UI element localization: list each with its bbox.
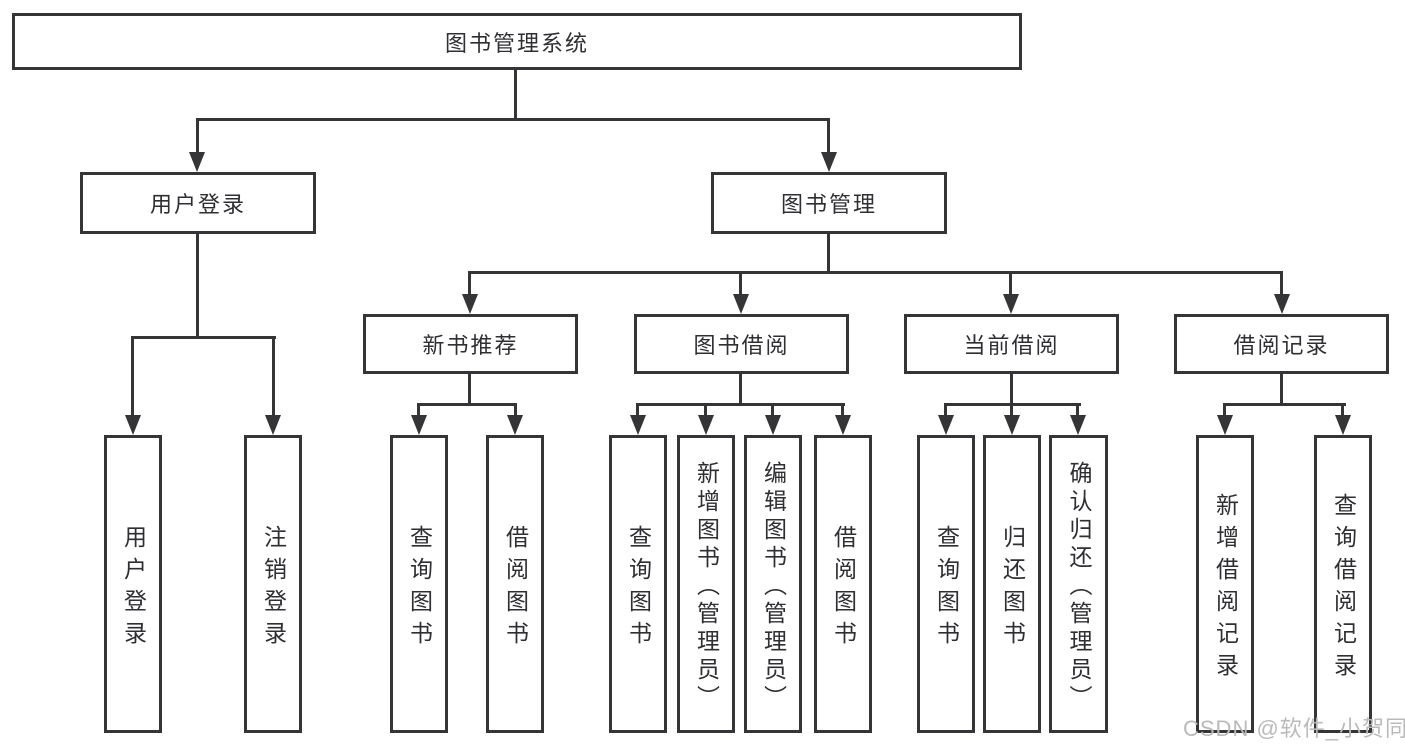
leaf-logout-label: 注销登录 — [260, 524, 287, 653]
connector-borrow-drop-4 — [841, 405, 844, 417]
node-root: 图书管理系统 — [12, 13, 1022, 70]
connector-current-horizontal — [944, 403, 1081, 406]
arrowhead-icon — [507, 415, 523, 435]
connector-userlogin-drop-2 — [272, 338, 275, 417]
leaf-edit-book-admin-label: 编辑图书（管理员） — [760, 460, 787, 713]
leaf-return-book: 归还图书 — [983, 435, 1041, 733]
connector-current-drop-1 — [944, 405, 947, 417]
connector-newbook-stem — [468, 374, 471, 406]
connector-level2-horizontal — [196, 118, 830, 121]
connector-borrow-drop-2 — [704, 405, 707, 417]
connector-borrow-drop-1 — [636, 405, 639, 417]
node-book-management-label: 图书管理 — [780, 192, 877, 217]
leaf-query-book-borrow-label: 查询图书 — [625, 524, 652, 653]
arrowhead-icon — [733, 294, 749, 314]
connector-level2-drop-left — [196, 120, 199, 154]
arrowhead-icon — [411, 415, 427, 435]
connector-borrow-horizontal — [636, 403, 845, 406]
leaf-query-book-current-label: 查询图书 — [933, 524, 960, 653]
connector-bookmgmt-stem — [827, 234, 830, 274]
connector-userlogin-horizontal — [131, 336, 276, 339]
connector-userlogin-stem — [196, 234, 199, 338]
connector-borrow-drop-3 — [771, 405, 774, 417]
arrowhead-icon — [1003, 294, 1019, 314]
connector-newbook-drop-1 — [417, 405, 420, 417]
watermark: CSDN @软件_小贺同学 — [1183, 716, 1405, 741]
arrowhead-icon — [630, 415, 646, 435]
node-user-login-label: 用户登录 — [149, 192, 246, 217]
arrowhead-icon — [265, 415, 281, 435]
node-new-book-recommend-label: 新书推荐 — [422, 333, 519, 358]
leaf-add-book-admin: 新增图书（管理员） — [677, 435, 735, 733]
node-root-label: 图书管理系统 — [444, 30, 589, 56]
leaf-borrow-book: 借阅图书 — [814, 435, 872, 733]
connector-current-drop-2 — [1010, 405, 1013, 417]
node-borrow-records: 借阅记录 — [1174, 314, 1389, 374]
connector-newbook-drop-2 — [514, 405, 517, 417]
leaf-query-book-borrow: 查询图书 — [609, 435, 667, 733]
arrowhead-icon — [1070, 415, 1086, 435]
leaf-borrow-book-label: 借阅图书 — [830, 524, 857, 653]
leaf-confirm-return-admin: 确认归还（管理员） — [1049, 435, 1108, 733]
node-borrow-records-label: 借阅记录 — [1233, 333, 1330, 358]
node-new-book-recommend: 新书推荐 — [363, 314, 578, 374]
node-user-login: 用户登录 — [80, 172, 316, 234]
leaf-query-book-recommend-label: 查询图书 — [406, 524, 433, 653]
arrowhead-icon — [1335, 415, 1351, 435]
connector-records-stem — [1280, 374, 1283, 406]
leaf-add-book-admin-label: 新增图书（管理员） — [693, 460, 720, 713]
connector-level3-horizontal — [468, 271, 1283, 274]
connector-level3-drop-1 — [468, 273, 471, 296]
connector-level2-drop-right — [827, 120, 830, 154]
connector-records-horizontal — [1223, 403, 1346, 406]
node-book-borrow: 图书借阅 — [634, 314, 849, 374]
leaf-query-borrow-record: 查询借阅记录 — [1314, 435, 1372, 733]
leaf-add-borrow-record: 新增借阅记录 — [1196, 435, 1254, 733]
leaf-edit-book-admin: 编辑图书（管理员） — [744, 435, 802, 733]
connector-level3-drop-3 — [1009, 273, 1012, 296]
connector-current-stem — [1010, 374, 1013, 406]
connector-newbook-horizontal — [417, 403, 517, 406]
leaf-user-login-label: 用户登录 — [120, 524, 147, 653]
arrowhead-icon — [1274, 294, 1290, 314]
node-current-borrow: 当前借阅 — [904, 314, 1119, 374]
node-book-management: 图书管理 — [711, 172, 947, 234]
connector-root-stem — [514, 70, 517, 120]
leaf-logout: 注销登录 — [244, 435, 302, 733]
leaf-borrow-book-recommend-label: 借阅图书 — [502, 524, 529, 653]
arrowhead-icon — [1004, 415, 1020, 435]
leaf-confirm-return-admin-label: 确认归还（管理员） — [1066, 460, 1092, 713]
connector-records-drop-2 — [1341, 405, 1344, 417]
connector-level3-drop-4 — [1280, 273, 1283, 296]
leaf-query-borrow-record-label: 查询借阅记录 — [1330, 492, 1357, 685]
leaf-return-book-label: 归还图书 — [999, 524, 1026, 653]
connector-records-drop-1 — [1223, 405, 1226, 417]
connector-borrow-stem — [739, 374, 742, 406]
leaf-user-login: 用户登录 — [104, 435, 162, 733]
arrowhead-icon — [698, 415, 714, 435]
arrowhead-icon — [938, 415, 954, 435]
arrowhead-icon — [462, 294, 478, 314]
arrowhead-icon — [835, 415, 851, 435]
leaf-add-borrow-record-label: 新增借阅记录 — [1212, 492, 1239, 685]
arrowhead-icon — [821, 152, 837, 172]
arrowhead-icon — [1217, 415, 1233, 435]
node-book-borrow-label: 图书借阅 — [693, 333, 790, 358]
arrowhead-icon — [765, 415, 781, 435]
leaf-query-book-recommend: 查询图书 — [390, 435, 448, 733]
connector-current-drop-3 — [1076, 405, 1079, 417]
arrowhead-icon — [125, 415, 141, 435]
connector-level3-drop-2 — [739, 273, 742, 296]
node-current-borrow-label: 当前借阅 — [963, 333, 1060, 358]
leaf-borrow-book-recommend: 借阅图书 — [486, 435, 544, 733]
arrowhead-icon — [189, 152, 205, 172]
connector-userlogin-drop-1 — [131, 338, 134, 417]
leaf-query-book-current: 查询图书 — [917, 435, 975, 733]
